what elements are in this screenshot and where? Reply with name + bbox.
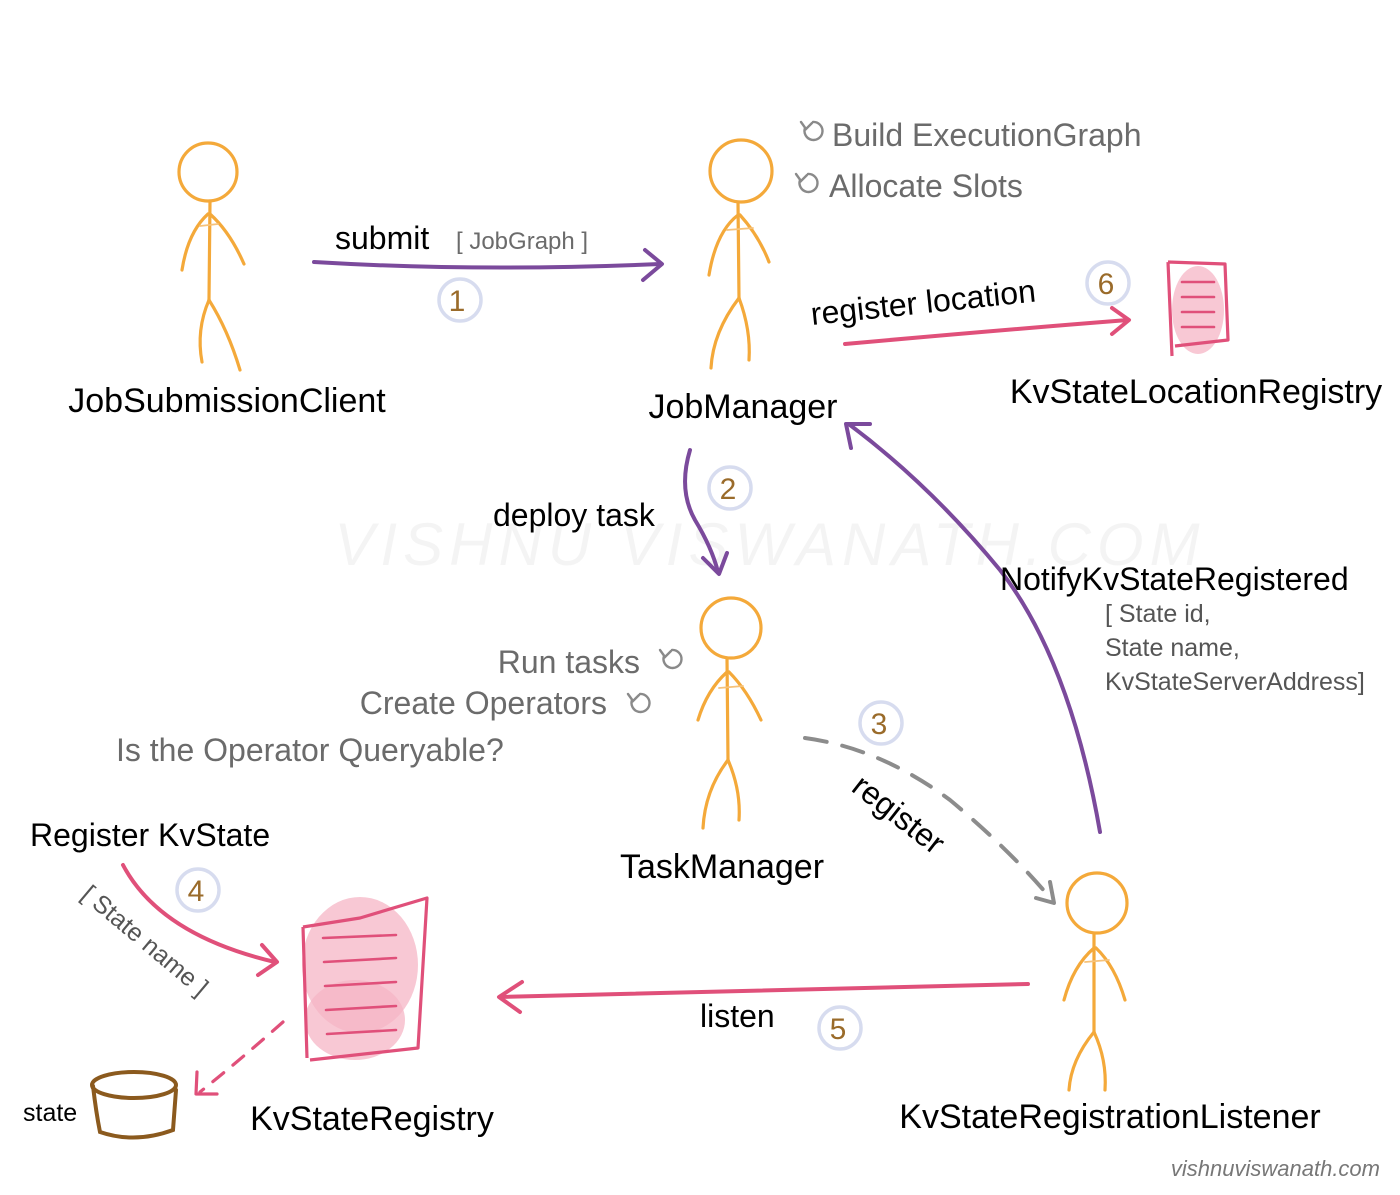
step-1-circle [437, 277, 483, 323]
notify-detail-id: [ State id, [1105, 600, 1211, 628]
state-arrow [198, 1020, 285, 1094]
taskmanager-note-queryable: Is the Operator Queryable? [116, 732, 504, 768]
loop-icon [794, 172, 819, 194]
register-kvstate-label: Register KvState [30, 817, 270, 853]
step-3-number: 3 [871, 708, 888, 741]
taskmanager-label: TaskManager [620, 848, 824, 886]
step-4-circle [175, 867, 221, 913]
jobmanager-note-allocate: Allocate Slots [829, 168, 1023, 204]
deploy-task-label: deploy task [493, 497, 656, 533]
register-arrow [803, 736, 1054, 902]
actor-taskmanager [696, 596, 763, 830]
loop-icon [626, 692, 651, 714]
step-6-number: 6 [1098, 268, 1115, 301]
step-6-circle [1085, 260, 1131, 306]
kvstateregistry-icon [301, 896, 429, 1062]
kvstatelocationregistry-label: KvStateLocationRegistry [1010, 373, 1382, 411]
listen-arrowhead [497, 980, 524, 1014]
site-credit: vishnuviswanath.com [1171, 1156, 1380, 1181]
submit-detail: [ JobGraph ] [456, 228, 588, 255]
step-5-number: 5 [830, 1013, 847, 1046]
actor-kvstateregistrationlistener [1062, 871, 1129, 1092]
deploy-task-arrowhead [701, 551, 729, 576]
loop-icon [799, 120, 824, 142]
taskmanager-note-run: Run tasks [498, 644, 640, 680]
state-arrowhead [194, 1070, 219, 1096]
step-5-circle [817, 1005, 863, 1051]
actor-jobsubmissionclient [177, 141, 246, 372]
kvstateregistrationlistener-label: KvStateRegistrationListener [899, 1098, 1320, 1136]
notify-arrow [848, 423, 1102, 834]
taskmanager-note-create: Create Operators [360, 685, 607, 721]
register-kvstate-arrowhead [256, 943, 279, 977]
register-arrowhead [1034, 880, 1056, 905]
listen-label: listen [700, 998, 775, 1034]
jobmanager-note-build: Build ExecutionGraph [832, 117, 1142, 153]
state-label: state [23, 1099, 77, 1127]
deploy-task-arrow [683, 448, 720, 574]
loop-icon [658, 648, 683, 670]
step-1-number: 1 [449, 285, 466, 318]
listen-arrow [498, 982, 1030, 999]
notify-detail-address: KvStateServerAddress] [1105, 668, 1365, 696]
step-3-circle [858, 700, 904, 746]
notify-detail-name: State name, [1105, 634, 1240, 662]
jobmanager-label: JobManager [648, 388, 837, 426]
submit-arrow [312, 260, 662, 270]
register-location-arrowhead [1110, 306, 1131, 336]
step-2-circle [707, 465, 753, 511]
register-label: register [846, 767, 953, 861]
notify-label: NotifyKvStateRegistered [1000, 561, 1349, 597]
actor-jobmanager [707, 138, 774, 370]
register-location-label: register location [809, 273, 1037, 332]
notify-arrowhead [844, 422, 872, 450]
submit-arrowhead [641, 248, 664, 282]
watermark: VISHNU VISWANATH.COM [334, 511, 1205, 578]
step-4-number: 4 [188, 875, 205, 908]
register-kvstate-arrow [121, 863, 277, 964]
state-database-icon [90, 1070, 178, 1140]
kvstatelocationregistry-icon [1166, 260, 1230, 357]
step-2-number: 2 [720, 473, 737, 506]
register-location-arrow [843, 318, 1130, 346]
kvstateregistry-label: KvStateRegistry [250, 1100, 494, 1138]
submit-label: submit [335, 220, 429, 256]
jobsubmissionclient-label: JobSubmissionClient [68, 382, 386, 420]
